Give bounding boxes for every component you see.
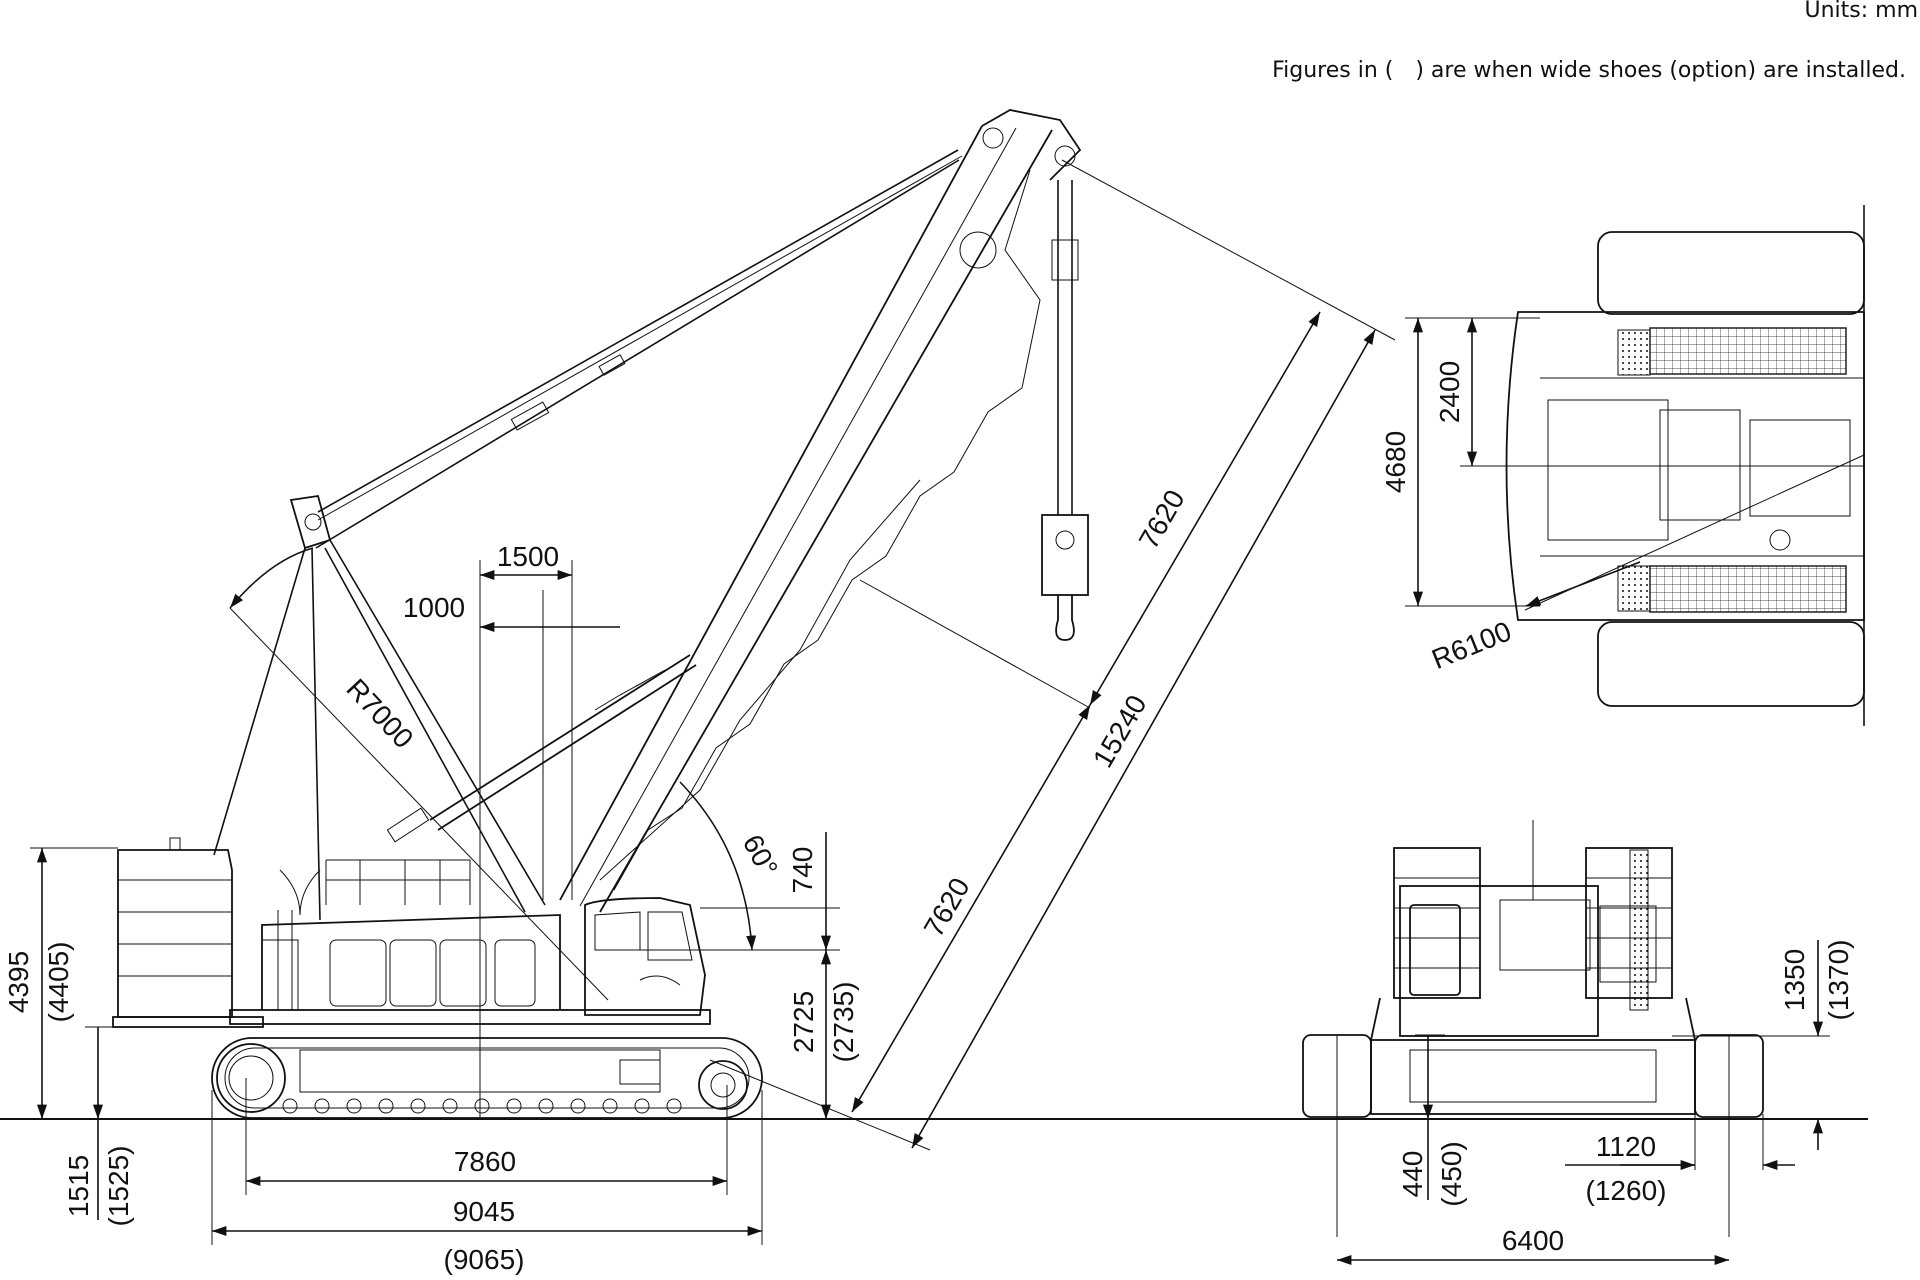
dim-1500: 1500 — [497, 541, 559, 572]
dim-2725: 2725 — [788, 991, 819, 1053]
side-view: R7000 60° 1500 1000 7620 15240 7620 740 … — [0, 109, 1868, 1275]
dim-1350: 1350 — [1779, 949, 1810, 1011]
pendant-lines — [315, 149, 963, 549]
dim-4395-wide: (4405) — [43, 942, 74, 1023]
note-before: Figures in ( — [1272, 58, 1394, 83]
boom-cylinder — [386, 654, 697, 843]
dim-1120: 1120 — [1596, 1131, 1656, 1162]
angle-label-60: 60° — [737, 830, 784, 882]
radius-label-r7000: R7000 — [340, 673, 419, 754]
dim-9045: 9045 — [453, 1196, 515, 1227]
dim-740: 740 — [787, 847, 818, 894]
dim-15240: 15240 — [1087, 690, 1153, 773]
rear-view: 6400 1120 (1260) 440 (450) 1350 (1370) — [1302, 820, 1854, 1266]
note-after: ) are when wide shoes (option) are insta… — [1415, 58, 1906, 83]
crawler-side — [211, 1037, 763, 1119]
upper-structure — [229, 859, 711, 1025]
hook-block — [1041, 180, 1089, 641]
dim-1120-wide: (1260) — [1586, 1175, 1667, 1206]
dim-4680: 4680 — [1380, 431, 1411, 493]
top-view: 4680 2400 R6100 — [1380, 205, 1865, 726]
dim-7620-lower: 7620 — [918, 873, 976, 942]
dim-1000: 1000 — [403, 592, 465, 623]
wide-shoe-note: Figures in ( ) are when wide shoes (optio… — [1272, 58, 1906, 83]
dim-9045-wide: (9065) — [444, 1244, 525, 1275]
dim-7860: 7860 — [454, 1146, 516, 1177]
dim-2400: 2400 — [1434, 361, 1465, 423]
dim-2725-wide: (2735) — [828, 982, 859, 1063]
dim-7620-upper: 7620 — [1133, 485, 1191, 554]
dim-4395: 4395 — [3, 951, 34, 1013]
units-label: Units: mm — [1804, 0, 1918, 23]
counterweight — [112, 837, 264, 1028]
dim-1515-wide: (1525) — [103, 1146, 134, 1227]
dim-6400: 6400 — [1502, 1225, 1564, 1256]
radius-label-r6100: R6100 — [1427, 615, 1515, 675]
dim-440: 440 — [1397, 1151, 1428, 1198]
dim-440-wide: (450) — [1436, 1141, 1467, 1206]
dim-1350-wide: (1370) — [1823, 940, 1854, 1021]
lattice-boom — [559, 109, 1082, 913]
dim-1515: 1515 — [63, 1155, 94, 1217]
